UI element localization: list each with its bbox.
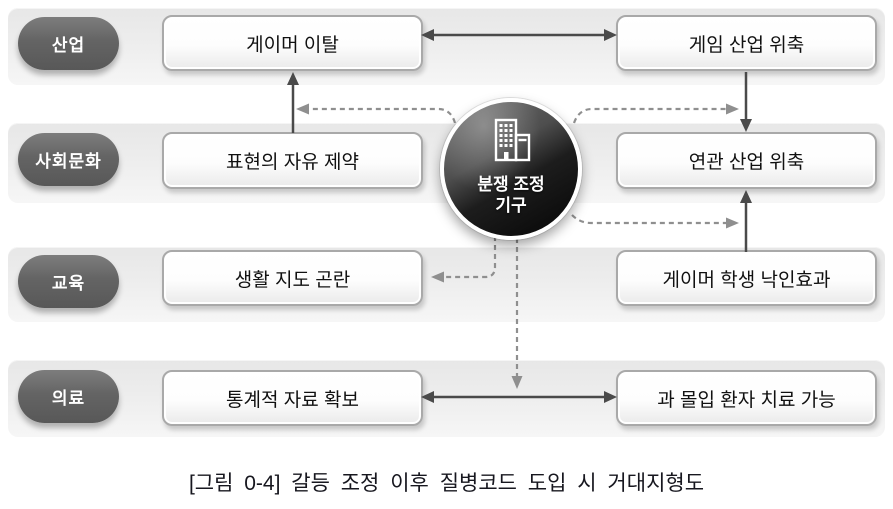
node-label: 게임 산업 위축 bbox=[688, 34, 805, 56]
figure-caption: [그림 0-4] 갈등 조정 이후 질병코드 도입 시 거대지형도 bbox=[188, 472, 705, 495]
node-label: 과 몰입 환자 치료 가능 bbox=[657, 389, 836, 411]
category-pill-education: 교육 bbox=[18, 255, 119, 308]
building-icon bbox=[488, 118, 534, 167]
node-label: 표현의 자유 제약 bbox=[226, 152, 359, 173]
dashed-arrowhead-right-bottom bbox=[726, 217, 739, 229]
category-pill-label: 산업 bbox=[51, 36, 86, 55]
node-label: 게이머 이탈 bbox=[246, 34, 339, 56]
node-label: 연관 산업 위축 bbox=[688, 152, 805, 173]
mediation-circle: 분쟁 조정 기구 bbox=[440, 98, 582, 240]
dashed-to-left-up-arrow bbox=[308, 107, 457, 124]
node-box-gamer-churn: 게이머 이탈 bbox=[162, 15, 423, 71]
category-pill-industry: 산업 bbox=[18, 17, 119, 70]
node-box-guidance-difficulty: 생활 지도 곤란 bbox=[162, 250, 423, 306]
node-box-patient-treatment: 과 몰입 환자 치료 가능 bbox=[616, 370, 877, 426]
node-label: 게이머 학생 낙인효과 bbox=[662, 269, 831, 291]
category-pill-medical: 의료 bbox=[18, 370, 119, 423]
node-box-related-industry-shrink: 연관 산업 위축 bbox=[616, 132, 877, 189]
mediation-label-line2: 기구 bbox=[495, 196, 527, 215]
category-pill-socioculture: 사회문화 bbox=[18, 133, 119, 186]
category-pill-label: 교육 bbox=[51, 274, 86, 293]
category-pill-label: 의료 bbox=[51, 389, 86, 408]
node-label: 통계적 자료 확보 bbox=[226, 389, 359, 411]
dashed-to-right-up-arrow bbox=[571, 214, 727, 225]
node-box-free-expression-limit: 표현의 자유 제약 bbox=[162, 132, 423, 189]
category-pill-label: 사회문화 bbox=[35, 152, 102, 171]
node-box-game-industry-shrink: 게임 산업 위축 bbox=[616, 15, 877, 71]
mediation-label-line1: 분쟁 조정 bbox=[477, 174, 545, 194]
node-box-statistical-data: 통계적 자료 확보 bbox=[162, 370, 423, 426]
node-label: 생활 지도 곤란 bbox=[234, 269, 351, 291]
dashed-arrowhead-right-top bbox=[726, 103, 739, 115]
node-box-student-stigma: 게이머 학생 낙인효과 bbox=[616, 250, 877, 306]
dashed-to-right-down-arrow bbox=[572, 107, 727, 124]
mediation-label: 분쟁 조정 기구 bbox=[477, 174, 544, 217]
dashed-arrowhead-left bbox=[296, 103, 309, 115]
